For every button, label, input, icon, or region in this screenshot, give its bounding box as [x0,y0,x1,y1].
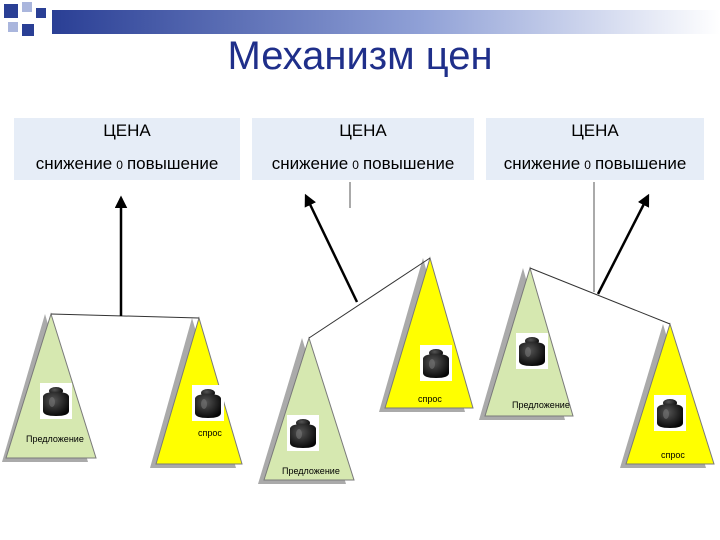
price-label: ЦЕНА [103,121,151,140]
slide-title: Механизм цен [227,34,493,78]
scale-2 [258,182,474,484]
zero-label: 0 [352,158,359,172]
weight-icon [287,415,319,451]
weight-icon [192,385,224,421]
scale-1 [2,195,243,468]
weight-icon [654,395,686,431]
decrease-label: снижение [503,154,581,173]
increase-label: повышение [126,154,219,173]
decrease-label: снижение [35,154,113,173]
demand-triangle-3 [625,322,715,465]
pointer-3 [596,193,650,295]
beam-1 [50,313,200,319]
supply-label-3: Предложение [512,400,570,410]
supply-label-2: Предложение [282,466,340,476]
weight-icon [40,383,72,419]
corner-square-5 [22,24,34,36]
pointer-2 [304,193,359,303]
beam-3 [529,267,671,325]
price-label: ЦЕНА [571,121,619,140]
decrease-label: снижение [271,154,349,173]
price-label: ЦЕНА [339,121,387,140]
corner-square-2 [22,2,32,12]
increase-label: повышение [594,154,687,173]
zero-label: 0 [584,158,591,172]
demand-label-1: спрос [198,428,222,438]
demand-triangle-2 [384,256,474,409]
scale-3 [479,182,715,468]
header-gradient-bar [52,10,720,34]
demand-label-3: спрос [661,450,685,460]
corner-square-4 [8,22,18,32]
corner-square-1 [4,4,18,18]
corner-square-3 [36,8,46,18]
weight-icon [420,345,452,381]
demand-label-2: спрос [418,394,442,404]
increase-label: повышение [362,154,455,173]
supply-triangle-2 [263,336,355,481]
beam-2 [308,257,431,339]
zero-label: 0 [116,158,123,172]
supply-label-1: Предложение [26,434,84,444]
weight-icon [516,333,548,369]
